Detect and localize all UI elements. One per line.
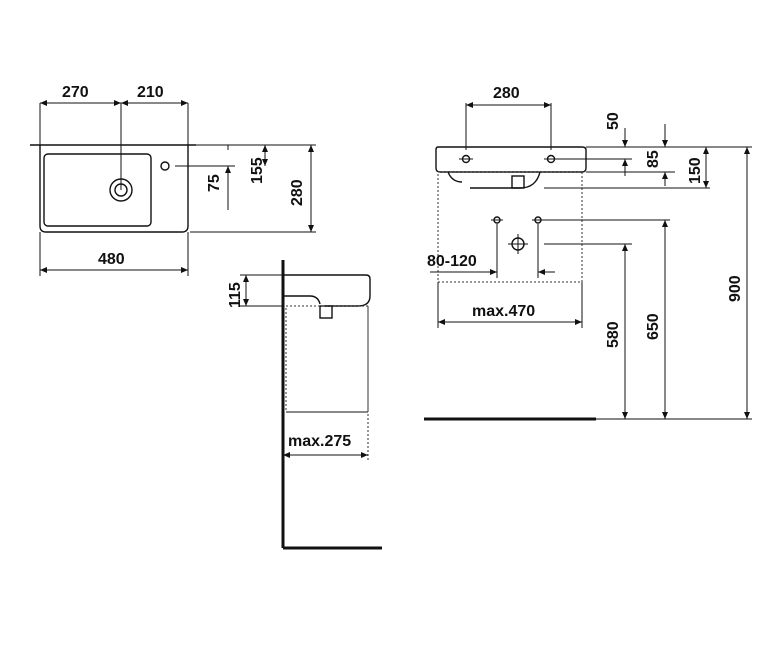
basin-side-profile	[283, 274, 371, 307]
top-view: 270 210 480 75 155 280	[30, 84, 316, 276]
dim-75: 75	[206, 174, 223, 192]
dim-85: 85	[645, 150, 662, 168]
dim-80-120: 80-120	[427, 253, 477, 270]
basin-bowl	[43, 153, 152, 227]
dim-280-holes: 280	[493, 85, 520, 102]
dim-150: 150	[687, 157, 704, 184]
dim-270: 270	[62, 84, 89, 101]
side-pedestal-dashed	[285, 305, 369, 413]
basin-top-outline	[30, 144, 196, 233]
dim-max-275: max.275	[288, 433, 351, 450]
dim-max-470: max.470	[472, 303, 535, 320]
dim-580: 580	[605, 321, 622, 348]
side-waste	[319, 305, 333, 319]
dim-210: 210	[137, 84, 164, 101]
front-tap-holes	[459, 154, 558, 164]
dim-280-depth: 280	[289, 179, 306, 206]
front-waste	[511, 175, 525, 189]
dim-115: 115	[227, 282, 244, 308]
front-pedestal-dashed	[437, 171, 583, 283]
side-view: 115 max.275	[227, 260, 382, 550]
basin-front-underside	[447, 171, 541, 189]
dim-50: 50	[605, 112, 622, 130]
tap-hole	[160, 161, 170, 171]
dim-155: 155	[249, 157, 266, 184]
dim-480: 480	[98, 251, 125, 268]
dim-900: 900	[727, 275, 744, 302]
front-view: 280 50 85 150 80-120 max.470	[424, 85, 752, 421]
dim-650: 650	[645, 313, 662, 340]
supply-points	[491, 216, 544, 254]
